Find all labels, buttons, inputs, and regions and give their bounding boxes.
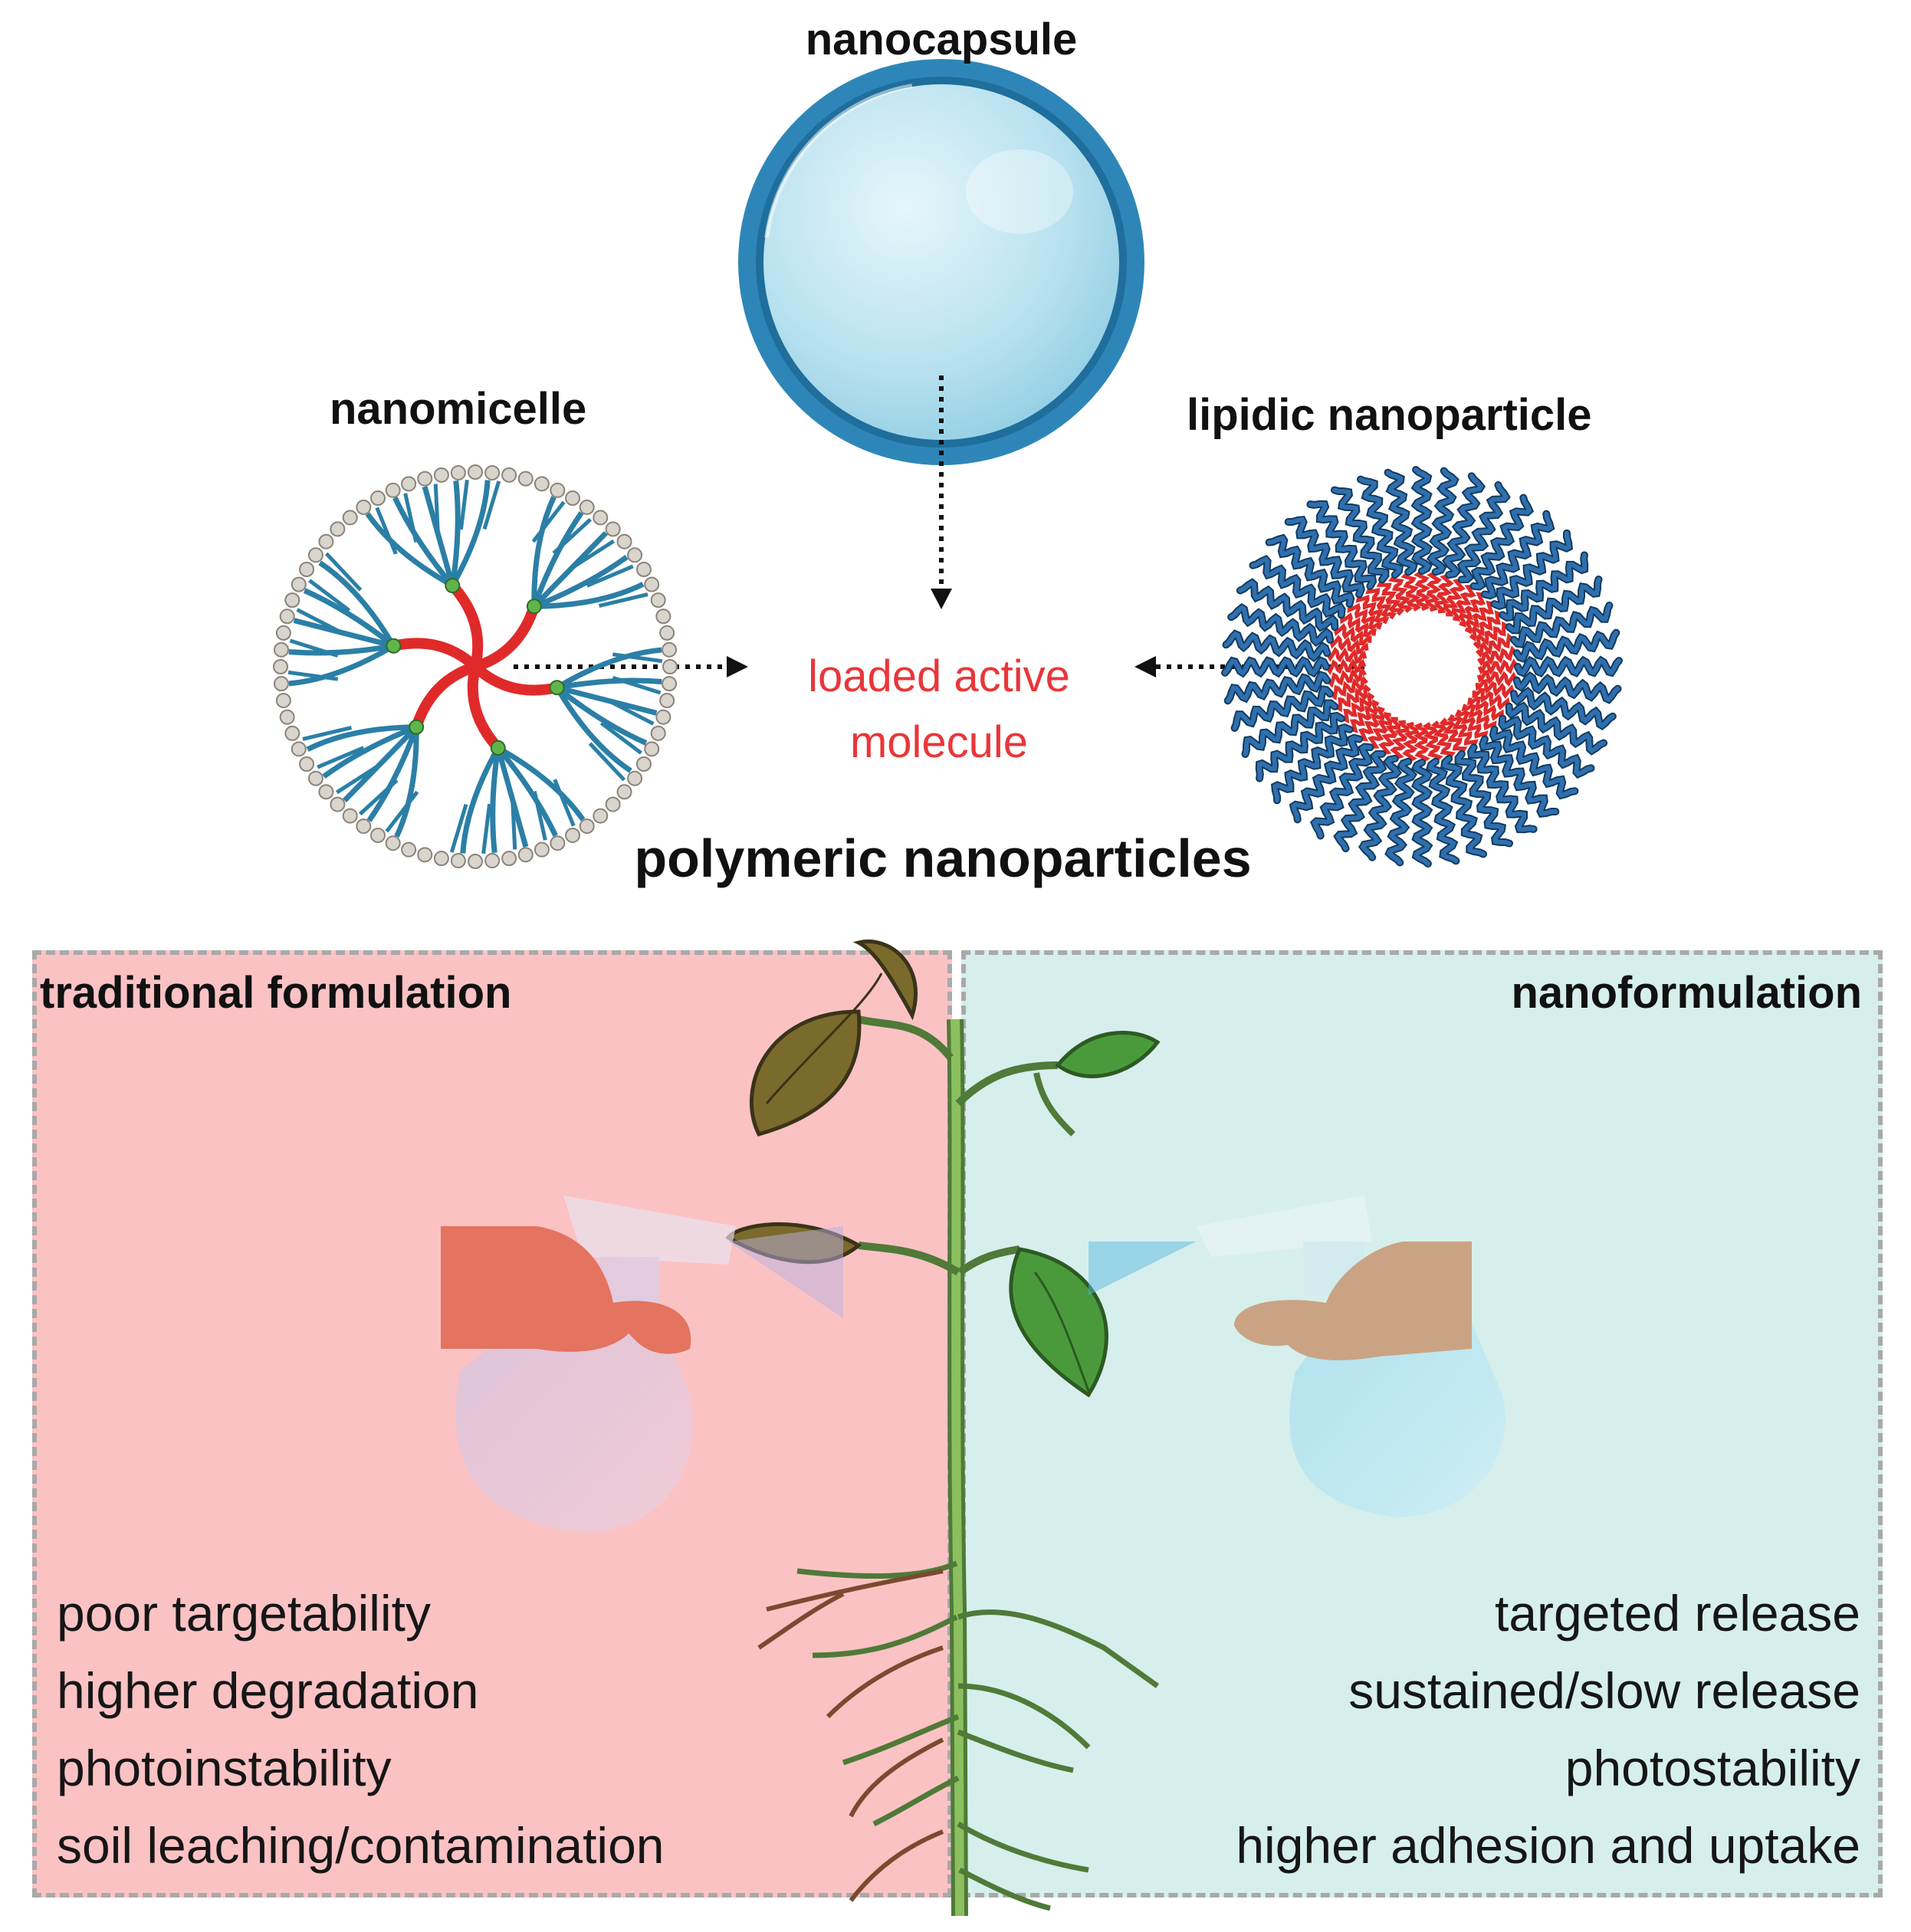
list-item: photoinstability	[57, 1740, 392, 1796]
lipidic-nanoparticle-label: lipidic nanoparticle	[1187, 390, 1592, 440]
spray-bottle-right	[1088, 1196, 1505, 1517]
loaded-active-molecule-label: loaded active molecule	[767, 644, 1111, 776]
list-item: targeted release	[1495, 1585, 1860, 1642]
nanocapsule-graphic	[738, 59, 1144, 465]
traditional-properties-list: poor targetability higher degradation ph…	[57, 1575, 664, 1884]
loaded-line-1: loaded active	[808, 651, 1070, 701]
lipidic-nanoparticle-graphic	[1221, 466, 1623, 868]
loaded-line-2: molecule	[849, 717, 1029, 767]
nanocapsule-label: nanocapsule	[805, 15, 1078, 64]
list-item: soil leaching/contamination	[57, 1817, 665, 1874]
traditional-formulation-title: traditional formulation	[40, 968, 512, 1018]
plant-graphic	[725, 940, 1161, 1917]
spray-bottle-left	[441, 1196, 843, 1533]
list-item: sustained/slow release	[1348, 1662, 1860, 1719]
nanomicelle-label: nanomicelle	[330, 384, 587, 434]
nanoformulation-properties-list: targeted release sustained/slow release …	[1236, 1575, 1860, 1884]
list-item: poor targetability	[57, 1585, 431, 1642]
list-item: higher adhesion and uptake	[1236, 1817, 1860, 1874]
nanomicelle-graphic	[273, 464, 678, 869]
polymeric-nanoparticles-label: polymeric nanoparticles	[634, 828, 1252, 888]
nanoformulation-title: nanoformulation	[1511, 968, 1862, 1018]
list-item: higher degradation	[57, 1662, 479, 1719]
list-item: photostability	[1565, 1740, 1860, 1796]
